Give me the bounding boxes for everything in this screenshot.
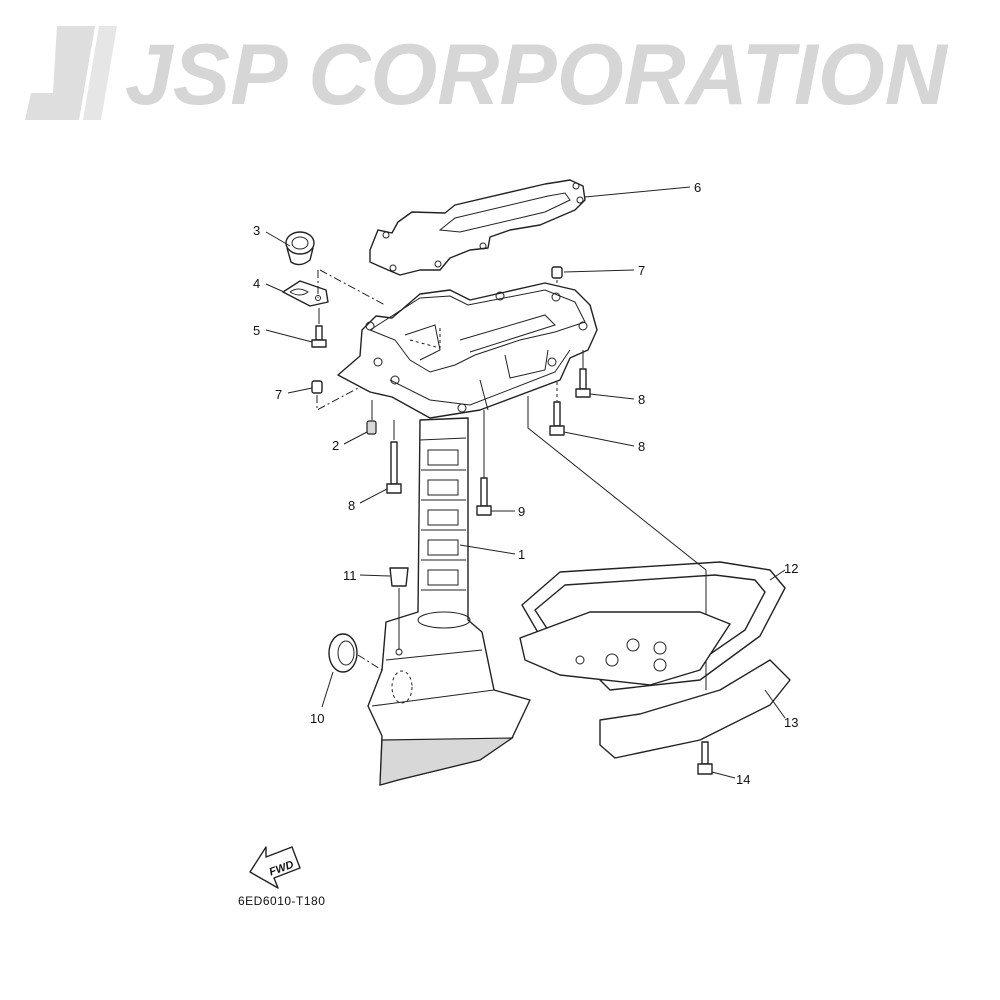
callout-8: 8 (638, 392, 645, 407)
part-14-bolt (697, 741, 713, 775)
part-8-bolt-a (575, 350, 591, 398)
diagram-code: 6ED6010-T180 (238, 894, 325, 908)
callout-4: 4 (253, 276, 260, 291)
part-5-screw (311, 308, 327, 348)
callout-1: 1 (518, 547, 525, 562)
callout-leaders (265, 186, 786, 779)
part-4-plate (282, 280, 329, 307)
part-11-plug (389, 567, 409, 656)
callout-3: 3 (253, 223, 260, 238)
part-6-gasket (369, 179, 586, 276)
callout-8: 8 (638, 439, 645, 454)
watermark-text: JSP CORPORATION (125, 27, 949, 123)
alignment-line (317, 269, 386, 306)
part-13-apron (519, 611, 791, 759)
callout-2: 2 (332, 438, 339, 453)
part-1-drive-shaft-housing (367, 417, 531, 786)
part-8-bolt-b (549, 401, 565, 436)
callout-5: 5 (253, 323, 260, 338)
part-9-bolt (476, 477, 492, 516)
part-3-grommet (285, 231, 315, 266)
part-8-bolt-c (386, 420, 402, 494)
callout-13: 13 (784, 715, 798, 730)
exhaust-guide-plate (337, 282, 598, 419)
fwd-arrow-icon: FWD (249, 846, 301, 889)
callout-6: 6 (694, 180, 701, 195)
watermark-logo (25, 26, 117, 120)
callout-12: 12 (784, 561, 798, 576)
callout-7: 7 (275, 387, 282, 402)
callout-9: 9 (518, 504, 525, 519)
callout-11: 11 (343, 568, 357, 583)
part-10-grommet (328, 633, 386, 673)
callout-8: 8 (348, 498, 355, 513)
callout-7: 7 (638, 263, 645, 278)
part-2-plug (366, 400, 377, 435)
callout-10: 10 (310, 711, 324, 726)
part-7-collar-top (551, 266, 563, 420)
callout-14: 14 (736, 772, 750, 787)
